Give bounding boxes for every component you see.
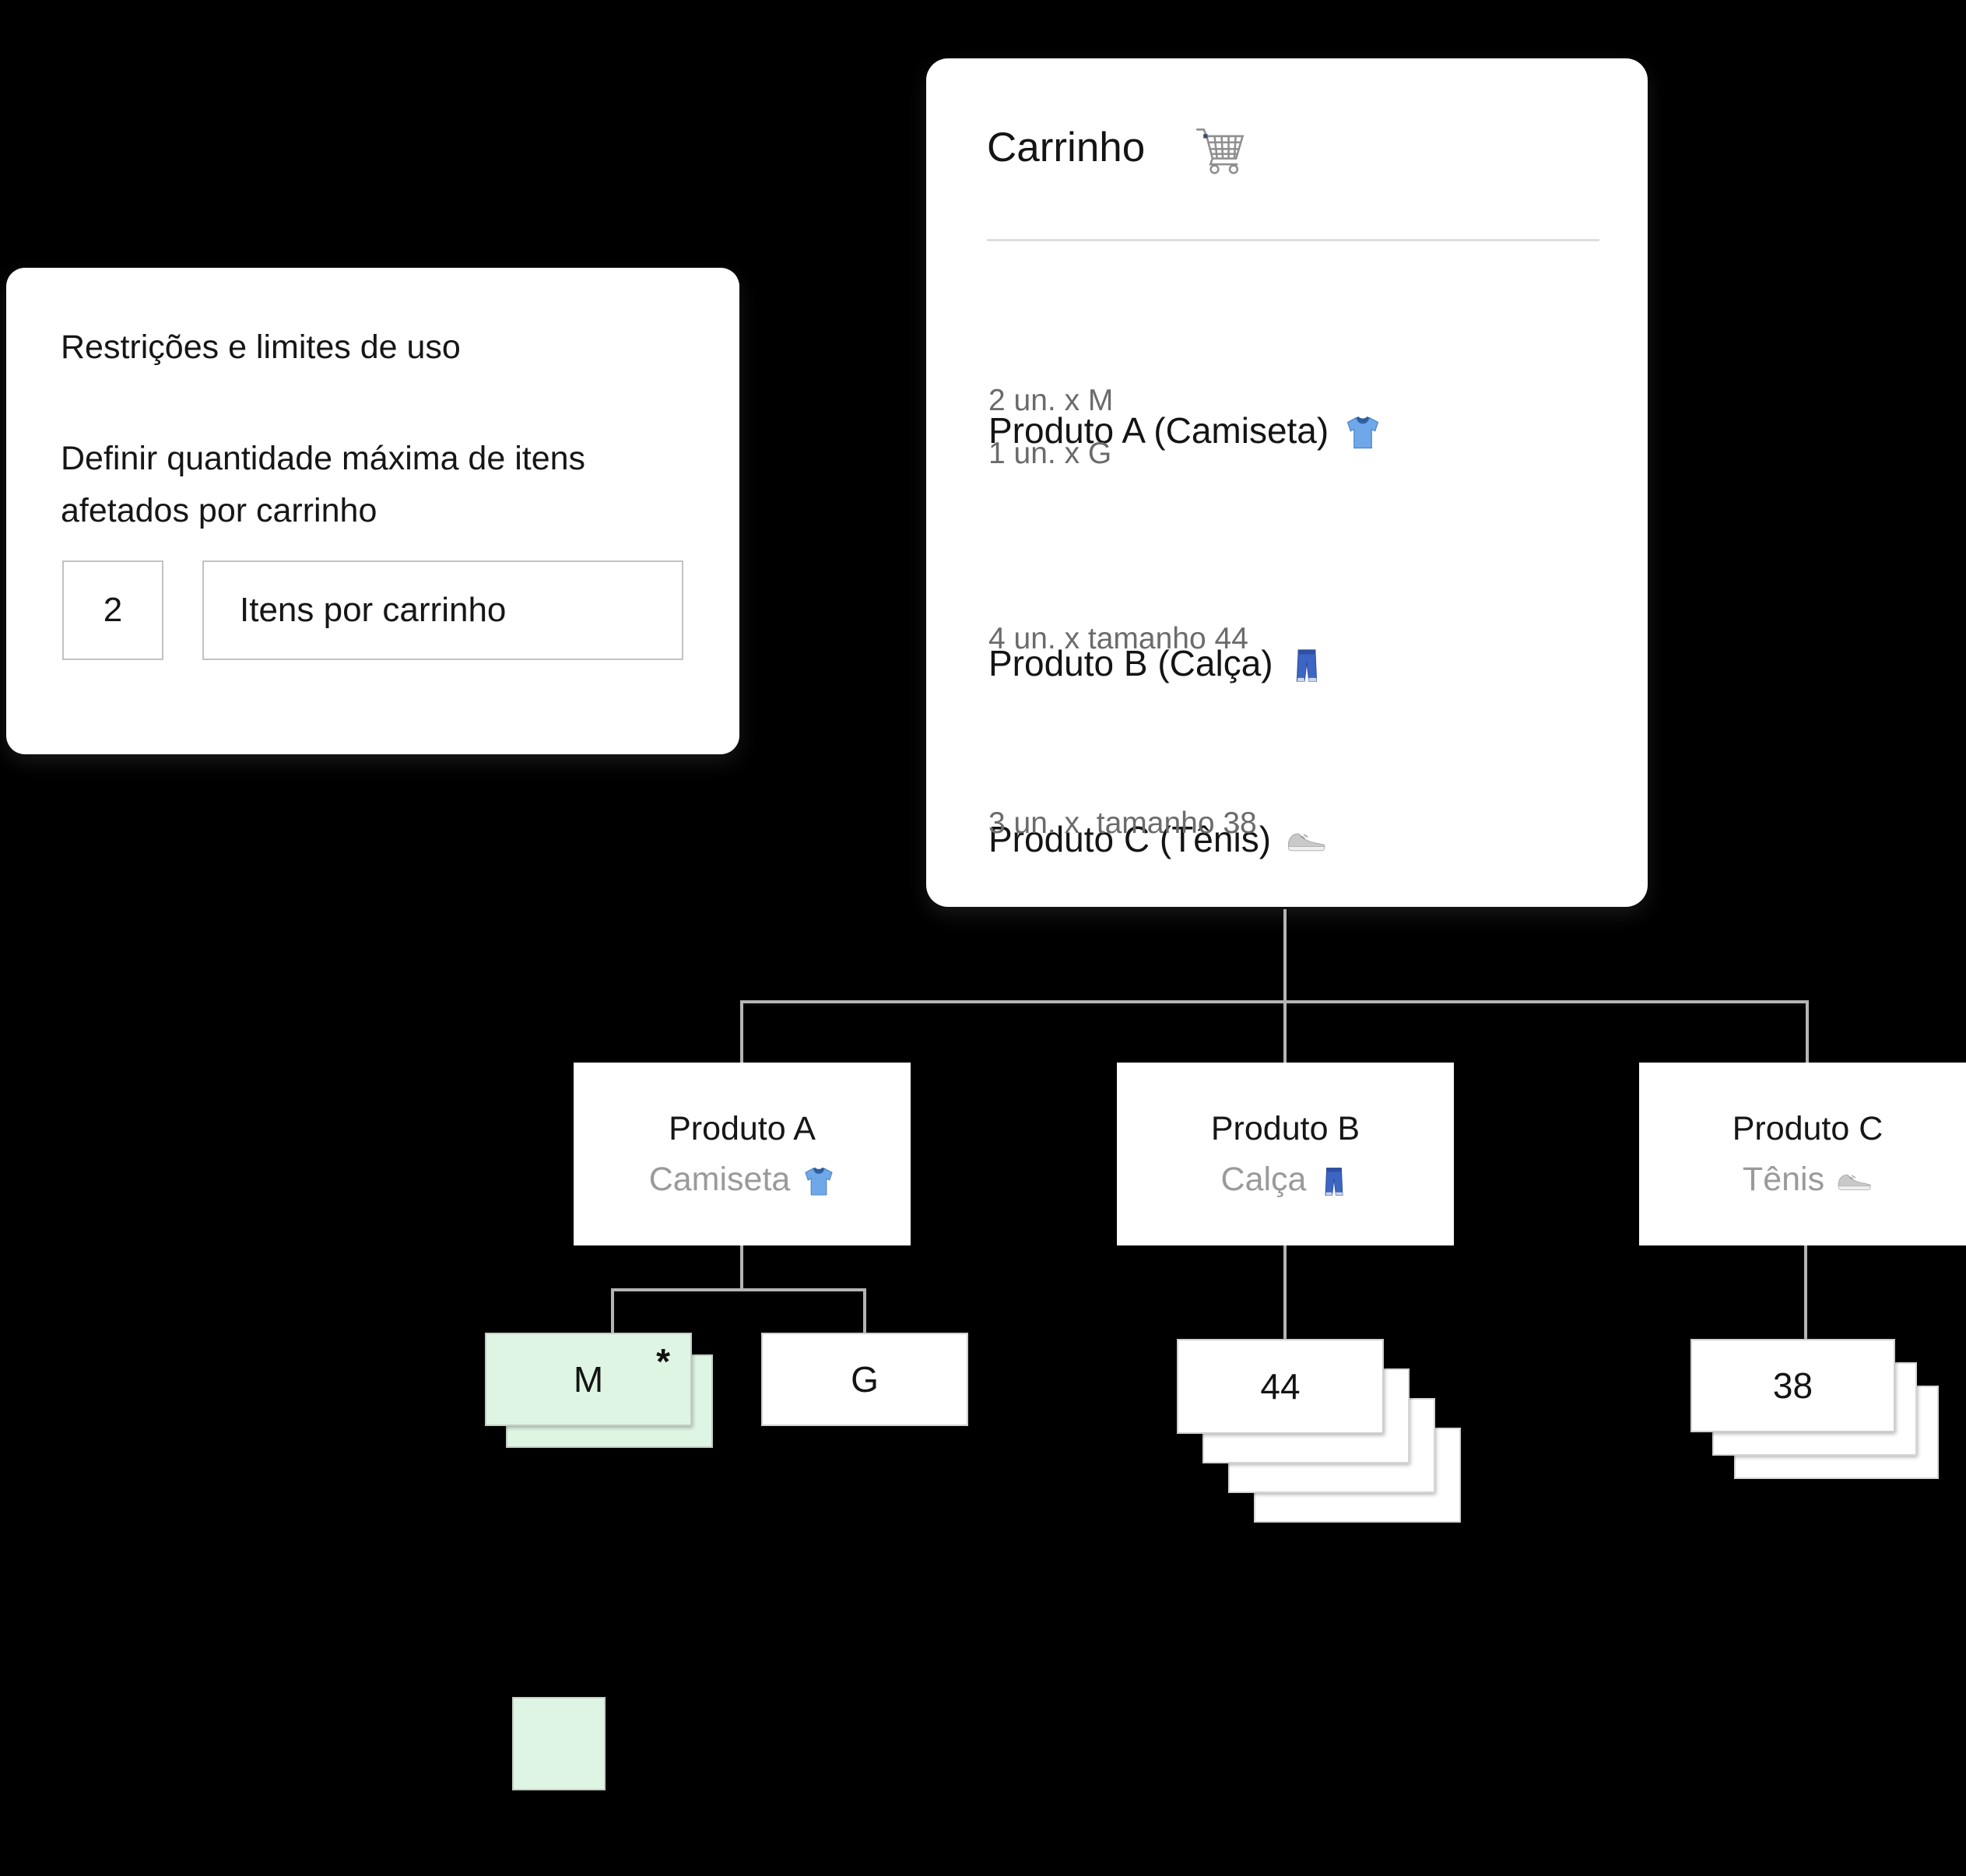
quantity-input[interactable] <box>62 560 163 660</box>
cart-title-row: Carrinho <box>987 122 1248 175</box>
variant-m-asterisk: * <box>656 1341 670 1382</box>
variant-44-box: 44 <box>1177 1339 1384 1434</box>
product-node-c: Produto C Tênis <box>1639 1063 1966 1245</box>
connector-horizontal-main <box>740 1000 1809 1003</box>
cart-divider <box>987 239 1599 241</box>
connector-drop-g <box>863 1288 866 1334</box>
product-node-a: Produto A Camiseta <box>574 1063 911 1245</box>
node-subtitle: Calça <box>1221 1161 1350 1199</box>
connector-drop-m <box>611 1288 614 1334</box>
jeans-icon <box>1318 1166 1350 1197</box>
variant-38-box: 38 <box>1690 1339 1895 1432</box>
connector-cart-down <box>1283 909 1287 1002</box>
connector-a-down <box>740 1245 743 1290</box>
tshirt-icon <box>802 1165 835 1198</box>
connector-horizontal-a <box>611 1288 866 1291</box>
restrictions-description: Definir quantidade máxima de itens afeta… <box>61 433 585 537</box>
connector-drop-b <box>1283 1000 1287 1064</box>
node-subtitle: Camiseta <box>649 1161 836 1199</box>
cart-icon <box>1195 125 1248 175</box>
node-title: Produto B <box>1210 1109 1360 1147</box>
sneaker-icon <box>1837 1171 1873 1193</box>
node-title: Produto C <box>1732 1109 1883 1147</box>
sneaker-icon <box>1287 745 1346 938</box>
jeans-icon <box>1289 564 1349 768</box>
cart-product-b-line: 4 un. x tamanho 44 <box>988 622 1248 655</box>
cart-product-a-line: 2 un. x M <box>988 384 1114 417</box>
variant-g-box: G <box>761 1333 968 1426</box>
cart-product-a-line: 1 un. x G <box>988 437 1112 470</box>
variant-g-label: G <box>851 1359 879 1400</box>
tshirt-icon <box>1344 330 1404 536</box>
node-title: Produto A <box>669 1109 816 1147</box>
node-subtitle: Tênis <box>1743 1161 1873 1199</box>
product-node-b: Produto B Calça <box>1117 1063 1454 1245</box>
connector-c-down <box>1804 1245 1807 1340</box>
variant-m-label: M <box>573 1359 604 1400</box>
legend-green-swatch <box>512 1697 606 1790</box>
restrictions-card: Restrições e limites de uso Definir quan… <box>6 268 739 754</box>
connector-b-down <box>1283 1245 1287 1340</box>
items-per-cart-input[interactable] <box>202 560 683 660</box>
variant-38-label: 38 <box>1772 1365 1813 1406</box>
connector-drop-c <box>1806 1000 1809 1064</box>
cart-card: Carrinho Produto A (Camiseta) <box>926 58 1648 907</box>
cart-product-c-name: Produto C (Tênis) <box>988 743 1346 936</box>
cart-product-a-name: Produto A (Camiseta) <box>988 328 1404 533</box>
cart-product-c-line: 3 un. x tamanho 38 <box>988 806 1257 840</box>
variant-44-label: 44 <box>1260 1366 1301 1407</box>
variant-m-box: M * <box>485 1333 692 1426</box>
cart-title: Carrinho <box>987 124 1146 170</box>
restrictions-description-line: Definir quantidade máxima de itens <box>61 440 586 477</box>
cart-product-b-name: Produto B (Calça) <box>988 561 1348 765</box>
restrictions-description-line: afetados por carrinho <box>61 492 377 529</box>
restrictions-title: Restrições e limites de uso <box>61 328 461 366</box>
connector-drop-a <box>740 1000 743 1064</box>
